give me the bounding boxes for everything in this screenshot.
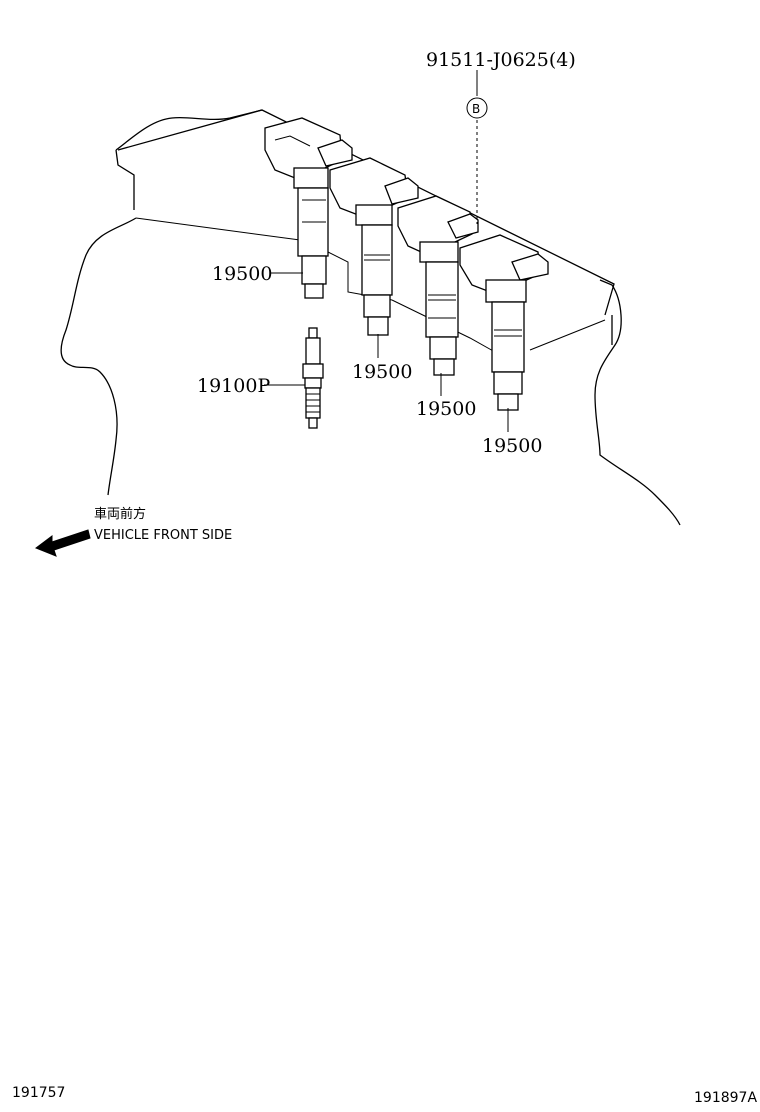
coil-part-number-4: 19500 <box>482 435 542 457</box>
bolt-part-number: 91511-J0625(4) <box>426 49 576 71</box>
arrow-left-icon <box>34 529 91 557</box>
direction-english: VEHICLE FRONT SIDE <box>94 528 232 543</box>
ignition-coil-4 <box>459 234 549 411</box>
leader-lines <box>264 70 509 432</box>
spark-plug <box>302 327 324 429</box>
coil-part-number-1: 19500 <box>212 263 272 285</box>
footer-right-code: 191897A <box>694 1090 757 1106</box>
ignition-coil-1 <box>264 117 353 299</box>
spark-plug-part-number: 19100P <box>197 375 270 397</box>
ignition-coil-3 <box>397 195 479 376</box>
bolt-marker-b: B <box>466 97 488 119</box>
direction-japanese: 車両前方 <box>94 506 146 522</box>
footer-left-code: 191757 <box>12 1085 65 1101</box>
coil-part-number-3: 19500 <box>416 398 476 420</box>
coil-part-number-2: 19500 <box>352 361 412 383</box>
ignition-coil-2 <box>329 157 419 336</box>
bolt-marker-label: B <box>472 102 480 116</box>
vehicle-front-indicator: 車両前方 VEHICLE FRONT SIDE <box>34 506 232 557</box>
